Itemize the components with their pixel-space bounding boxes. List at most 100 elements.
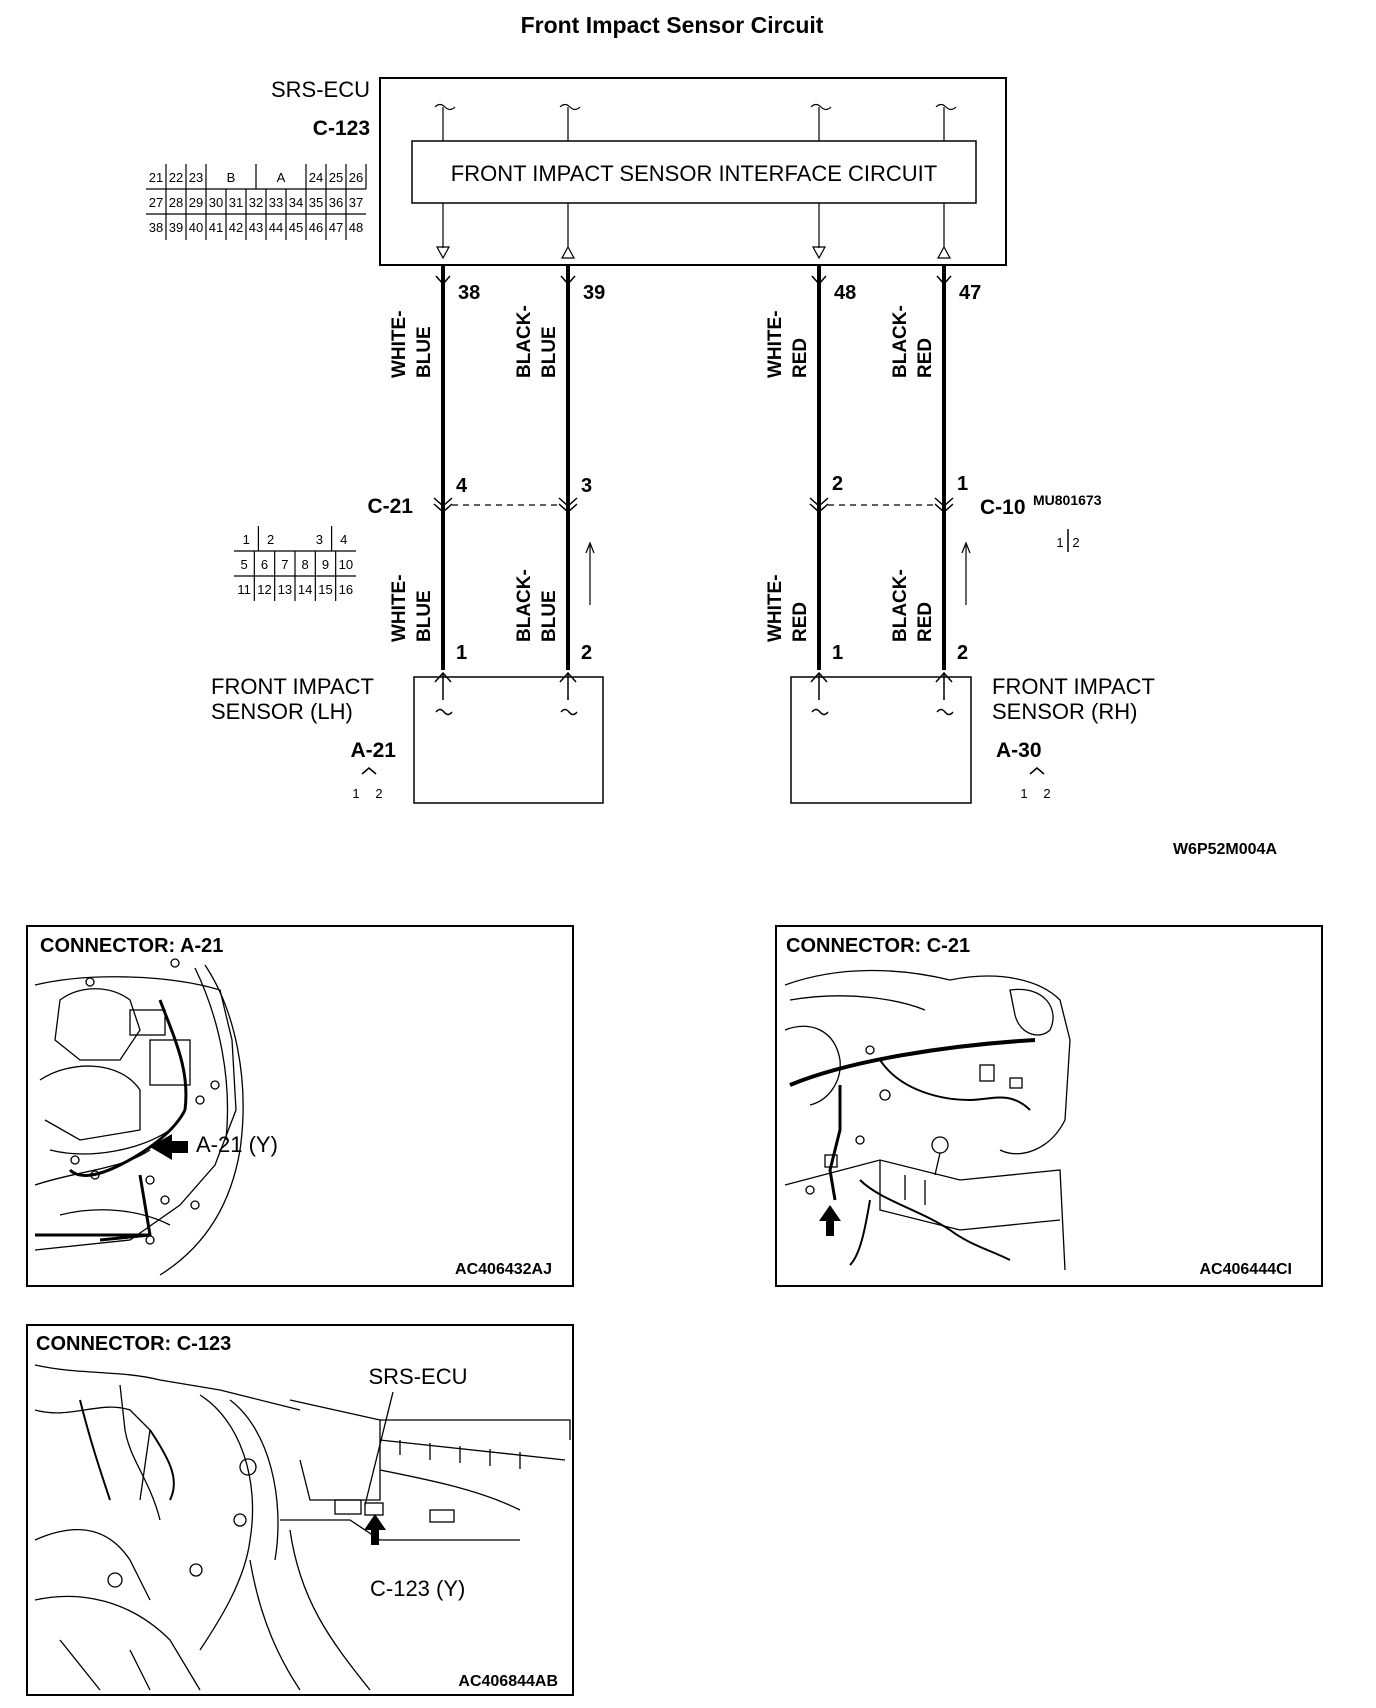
- junction-marks: [433, 497, 954, 514]
- wire-rh1-color-line2: RED: [790, 602, 811, 642]
- c123-pin-A: A: [277, 170, 286, 185]
- c10-pin-2: 2: [1072, 535, 1079, 550]
- junction-pin-3: 3: [581, 475, 592, 497]
- c21-pin-3: 3: [316, 532, 323, 547]
- c123-pin-38: 38: [149, 220, 163, 235]
- c21-pin-5: 5: [241, 557, 248, 572]
- c123-pin-35: 35: [309, 195, 323, 210]
- c123-pin-47: 47: [329, 220, 343, 235]
- ecu-connector-id: C-123: [313, 117, 370, 140]
- ecu-pin-39: 39: [583, 282, 605, 304]
- c21-pin-10: 10: [339, 557, 353, 572]
- wire-38-color-line2: BLUE: [414, 326, 435, 378]
- a21-arrow-icon: [150, 1134, 188, 1160]
- a21-connector-face: [361, 767, 377, 775]
- srs-ecu-box: [379, 77, 1007, 266]
- sensor-rh-pin-1: 1: [832, 642, 843, 664]
- c10-connector-face: [1067, 529, 1069, 552]
- c123-pin-23: 23: [189, 170, 203, 185]
- diagram-code: W6P52M004A: [1173, 841, 1277, 858]
- wire-48-color-line1: WHITE-: [765, 310, 786, 378]
- c123-pin-29: 29: [189, 195, 203, 210]
- c21-arrow-icon: [819, 1205, 841, 1236]
- ecu-pin-47: 47: [959, 282, 981, 304]
- junction-pin-4: 4: [456, 475, 468, 497]
- c123-pin-36: 36: [329, 195, 343, 210]
- sensor-lh-label-line1: FRONT IMPACT: [211, 674, 374, 699]
- interface-circuit-box: [411, 140, 977, 204]
- panel-c123-code: AC406844AB: [458, 1673, 558, 1690]
- wire-47-color-line1: BLACK-: [890, 305, 911, 378]
- c21-pin-7: 7: [281, 557, 288, 572]
- c123-pin-32: 32: [249, 195, 263, 210]
- c21-pin-8: 8: [302, 557, 309, 572]
- c123-pin-44: 44: [269, 220, 283, 235]
- ecu-pin-38: 38: [458, 282, 480, 304]
- ecu-name: SRS-ECU: [271, 77, 370, 102]
- c123-pin-45: 45: [289, 220, 303, 235]
- sensor-lh-connector-id: A-21: [350, 739, 396, 762]
- c21-pin-12: 12: [257, 582, 271, 597]
- c21-pin-16: 16: [339, 582, 353, 597]
- c123-pin-41: 41: [209, 220, 223, 235]
- wire-color-labels-bottom: WHITE- BLUE BLACK- BLUE WHITE- RED BLACK…: [389, 569, 936, 642]
- wire-rh1-color-line1: WHITE-: [765, 574, 786, 642]
- c21-pin-6: 6: [261, 557, 268, 572]
- panel-c123-title: CONNECTOR: C-123: [36, 1333, 231, 1355]
- wire-lh2-color-line2: BLUE: [539, 590, 560, 642]
- sensor-lh-pin-1: 1: [456, 642, 467, 664]
- sensor-rh-connector-id: A-30: [996, 739, 1042, 762]
- panel-c21-code: AC406444CI: [1200, 1261, 1293, 1278]
- c21-pin-9: 9: [322, 557, 329, 572]
- c123-pin-28: 28: [169, 195, 183, 210]
- panel-a21-title: CONNECTOR: A-21: [40, 935, 223, 957]
- junction-pin-2: 2: [832, 473, 843, 495]
- sensor-rh-label-line1: FRONT IMPACT: [992, 674, 1155, 699]
- interface-circuit-label: FRONT IMPACT SENSOR INTERFACE CIRCUIT: [451, 161, 937, 186]
- sensor-rh-label-line2: SENSOR (RH): [992, 699, 1137, 724]
- c123-pin-33: 33: [269, 195, 283, 210]
- c21-pin-11: 11: [237, 582, 251, 597]
- c123-pin-46: 46: [309, 220, 323, 235]
- connector-c123-panel: CONNECTOR: C-123 SRS: [26, 1324, 574, 1696]
- sensor-lh-label-line2: SENSOR (LH): [211, 699, 353, 724]
- c123-pin-39: 39: [169, 220, 183, 235]
- diagram-title: Front Impact Sensor Circuit: [521, 12, 824, 38]
- c10-connector-id: C-10: [980, 496, 1026, 519]
- engine-bay-illustration: [34, 958, 244, 1276]
- panel-c21-title: CONNECTOR: C-21: [786, 935, 970, 957]
- panel-c123-callout: C-123 (Y): [370, 1576, 465, 1601]
- wire-rh2-color-line1: BLACK-: [890, 569, 911, 642]
- wire-39-color-line1: BLACK-: [514, 305, 535, 378]
- c10-part-number: MU801673: [1033, 492, 1102, 508]
- c123-pin-34: 34: [289, 195, 303, 210]
- wire-lh1-color-line2: BLUE: [414, 590, 435, 642]
- panel-a21-code: AC406432AJ: [455, 1261, 552, 1278]
- c123-pin-42: 42: [229, 220, 243, 235]
- wire-47-color-line2: RED: [915, 338, 936, 378]
- c123-pin-30: 30: [209, 195, 223, 210]
- a30-pin-2: 2: [1043, 786, 1050, 801]
- c21-pin-1: 1: [243, 532, 250, 547]
- c123-pin-40: 40: [189, 220, 203, 235]
- sensor-lh-box: [413, 676, 604, 804]
- c123-pin-26: 26: [349, 170, 363, 185]
- floor-illustration: [34, 1364, 571, 1691]
- wire-lh1-color-line1: WHITE-: [389, 574, 410, 642]
- c10-pin-1: 1: [1056, 535, 1063, 550]
- sensor-rh-box: [790, 676, 972, 804]
- sensor-rh-pin-2: 2: [957, 642, 968, 664]
- c123-pin-21: 21: [149, 170, 163, 185]
- c123-pin-31: 31: [229, 195, 243, 210]
- wire-48-color-line2: RED: [790, 338, 811, 378]
- dashboard-illustration: [784, 969, 1071, 1271]
- wire-rh2-color-line2: RED: [915, 602, 936, 642]
- wire-38-color-line1: WHITE-: [389, 310, 410, 378]
- c123-pin-43: 43: [249, 220, 263, 235]
- c123-pin-25: 25: [329, 170, 343, 185]
- c21-pin-4: 4: [340, 532, 347, 547]
- c21-pin-14: 14: [298, 582, 312, 597]
- c21-pin-15: 15: [318, 582, 332, 597]
